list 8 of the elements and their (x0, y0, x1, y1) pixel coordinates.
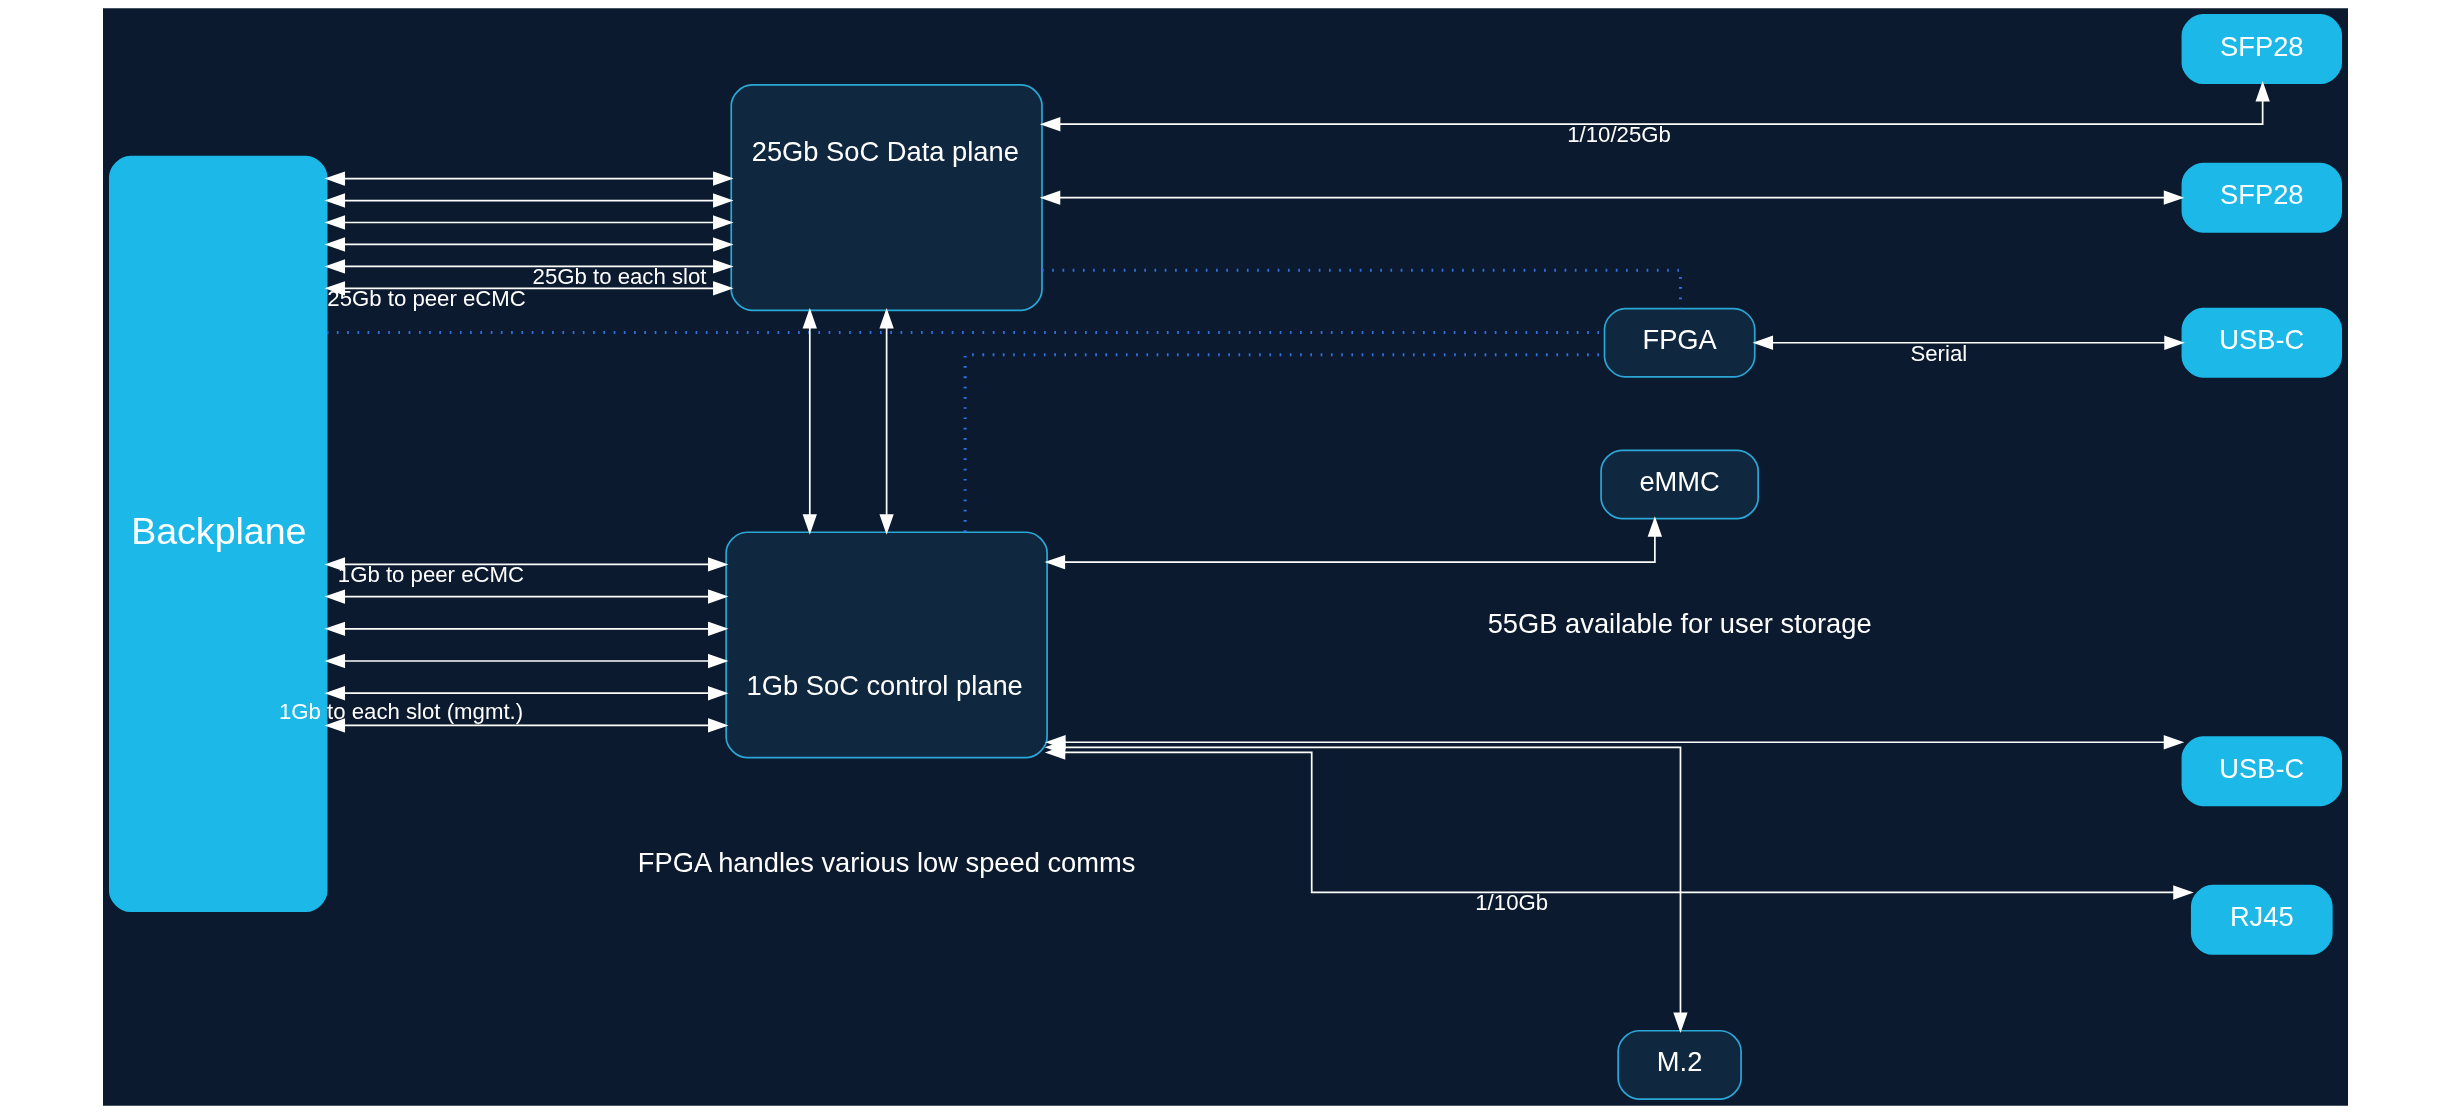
edge-label: Serial (1909, 340, 1967, 366)
edge-label: 25Gb to peer eCMC (326, 286, 526, 312)
label: FPGA handles various low speed comms (637, 846, 1135, 878)
edge-label: 1/10Gb (1474, 890, 1548, 916)
node-label: 55GB available for user storage (1487, 607, 1872, 639)
edge-label: 1/10/25Gb (1566, 121, 1671, 147)
edge-label: 1Gb to each slot (mgmt.) (278, 699, 523, 725)
edge-label: 25Gb to each slot (532, 264, 706, 290)
